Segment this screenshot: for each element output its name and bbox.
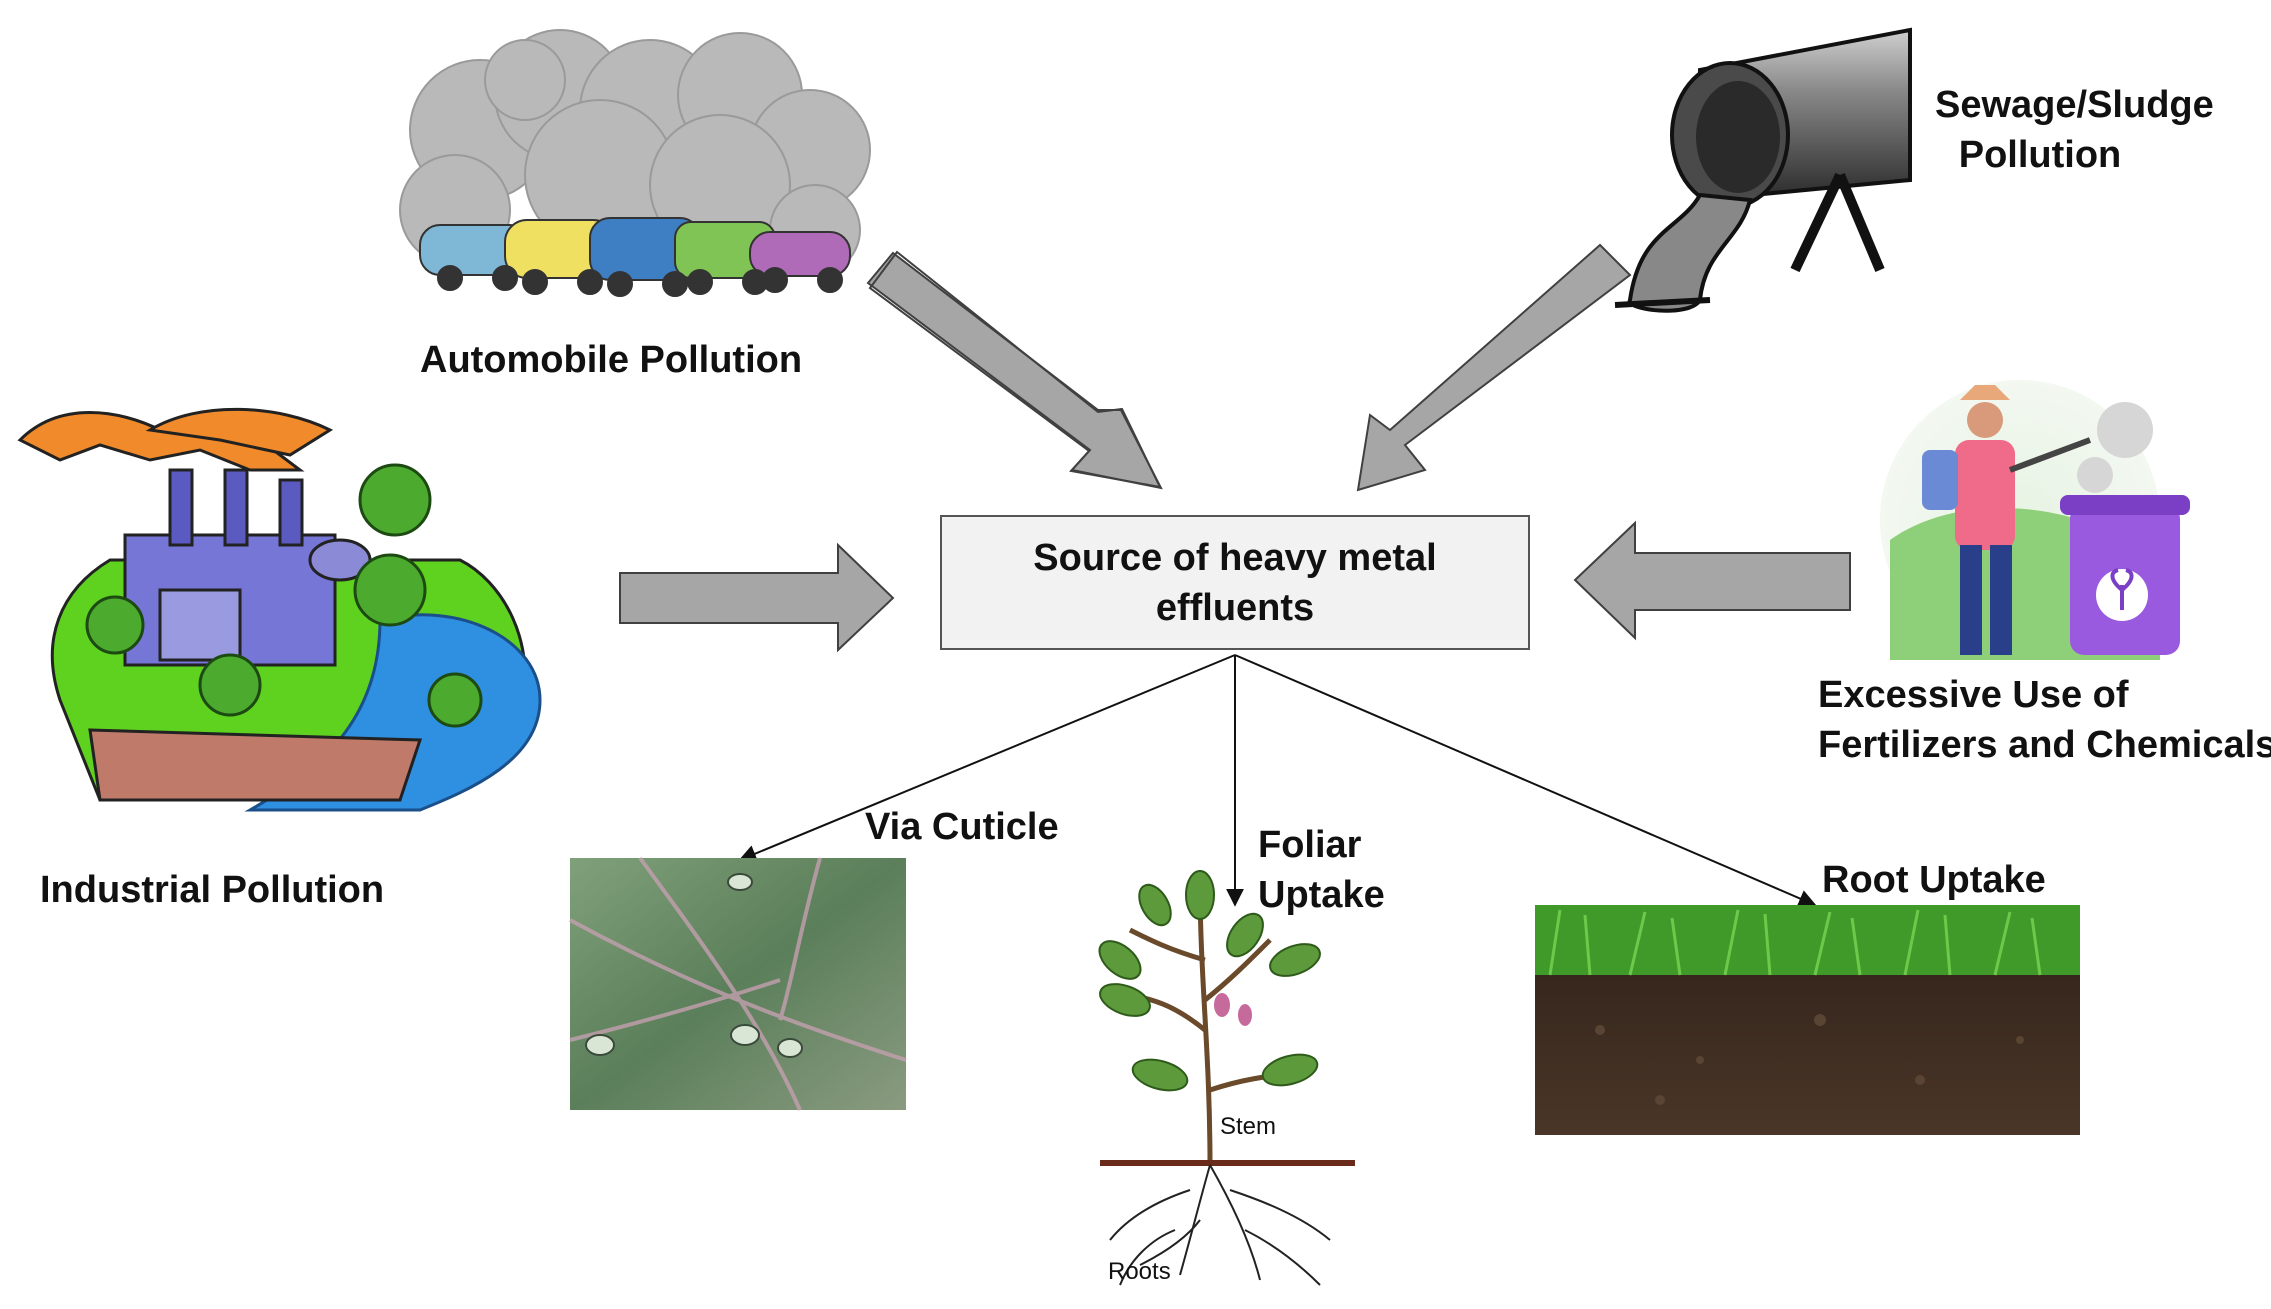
root-lines — [1109, 1164, 1331, 1286]
grass-soil-photo — [1535, 905, 2080, 1135]
farmer-icon — [1922, 385, 2092, 655]
stem-label: Stem — [1220, 1113, 1277, 1140]
fertilizer-illustration — [1880, 380, 2190, 660]
industrial-pollution-illustration — [17, 407, 542, 812]
arrow-sewage-to-center — [1356, 243, 1632, 492]
arrow-fertilizer-to-center — [1573, 520, 1851, 641]
plant-leaf-icons — [1098, 870, 1321, 1092]
plant-illustration — [1098, 870, 1355, 1286]
foliar-uptake-label: Foliar Uptake — [1258, 820, 1385, 920]
line-to-root — [1234, 654, 1817, 907]
sewage-pollution-label: Sewage/Sludge Pollution — [1935, 80, 2214, 180]
uptake-lines — [738, 654, 1817, 907]
pipe-stand-icon — [1790, 172, 1885, 273]
fertilizer-label-line1: Excessive Use of — [1818, 674, 2129, 716]
sewage-label-line2: Pollution — [1958, 134, 2122, 176]
leaf-cuticle-photo — [569, 856, 907, 1111]
via-cuticle-label: Via Cuticle — [865, 806, 1059, 848]
roots-label: Roots — [1108, 1258, 1171, 1285]
smog-cloud-icon — [399, 29, 871, 276]
line-to-cuticle — [738, 654, 1236, 863]
tree-icons — [85, 463, 483, 728]
gear-icon — [2077, 402, 2153, 493]
automobile-pollution-illustration — [399, 29, 871, 297]
industrial-pollution-label: Industrial Pollution — [40, 869, 385, 911]
fertilizer-label: Excessive Use of Fertilizers and Chemica… — [1818, 670, 2271, 770]
center-box: Source of heavy metal effluents — [940, 515, 1530, 650]
foliar-label-line2: Uptake — [1258, 874, 1385, 916]
sewage-pipe-illustration — [1614, 27, 1912, 313]
foliar-label-line1: Foliar — [1258, 824, 1362, 866]
arrow-industrial-to-center — [619, 542, 895, 653]
sewage-label-line1: Sewage/Sludge — [1935, 84, 2214, 126]
root-uptake-label: Root Uptake — [1822, 859, 2046, 901]
arrow-automobile-to-center — [866, 250, 1163, 490]
fertilizer-label-line2: Fertilizers and Chemicals — [1818, 724, 2271, 766]
car-icons — [419, 217, 851, 297]
center-label: Source of heavy metal effluents — [1033, 536, 1437, 629]
automobile-pollution-label: Automobile Pollution — [420, 339, 803, 381]
